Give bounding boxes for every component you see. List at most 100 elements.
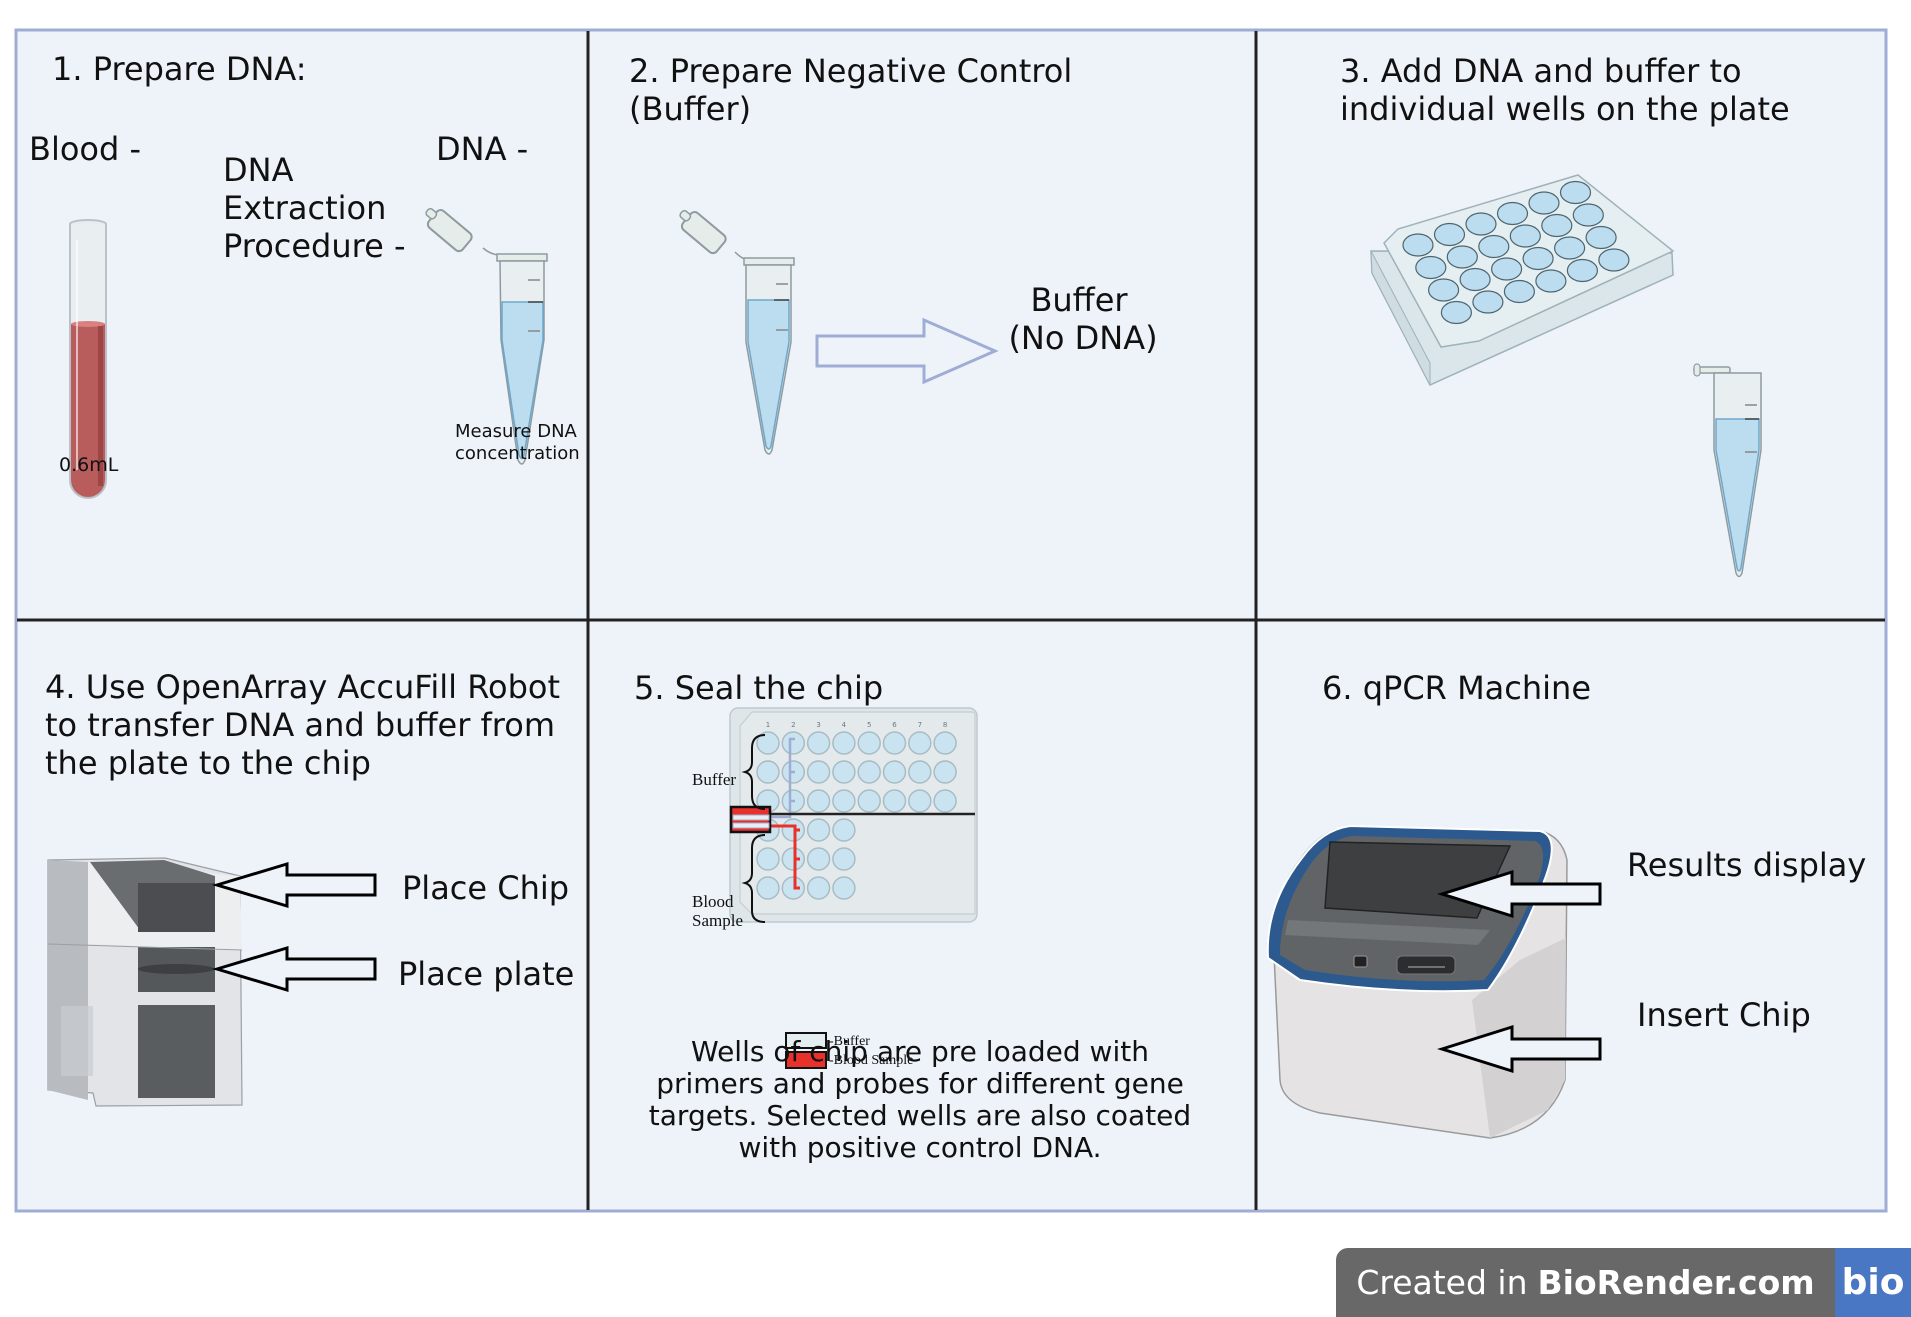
- results-display-label: Results display: [1627, 846, 1866, 884]
- chip-well: [882, 789, 907, 813]
- well-plate-icon: [1370, 174, 1675, 386]
- extraction-line-2: Extraction: [223, 189, 386, 227]
- accufill-robot-icon: [47, 857, 243, 1107]
- chip-column-label: 4: [842, 721, 847, 729]
- plate-well: [1472, 290, 1504, 314]
- chip-well: [832, 789, 856, 813]
- chip-well: [756, 731, 780, 755]
- buffer-bracket: [741, 734, 766, 810]
- biorender-badge[interactable]: Created in BioRender.com bio: [1336, 1248, 1911, 1317]
- chip-well: [857, 760, 881, 784]
- panel-2-title-line-1: 2. Prepare Negative Control: [629, 52, 1072, 90]
- panel-4-title-line-2: to transfer DNA and buffer from: [45, 706, 555, 744]
- panel-1-title: 1. Prepare DNA:: [52, 50, 307, 88]
- chip-well: [806, 760, 831, 784]
- legend-swatch-blood: [785, 1051, 827, 1069]
- arrow-results-display: [1436, 869, 1602, 919]
- chip-well: [806, 731, 831, 755]
- blood-tube-icon: [69, 219, 107, 499]
- panel-4-accufill-robot: 4. Use OpenArray AccuFill Robot to trans…: [45, 668, 574, 1107]
- blood-bracket: [741, 834, 766, 923]
- plate-well: [1503, 279, 1536, 304]
- badge-prefix: Created in: [1356, 1263, 1528, 1302]
- chip-well: [756, 876, 780, 900]
- chip-well: [857, 789, 881, 813]
- chip-column-label: 5: [867, 721, 871, 729]
- panel-4-title-line-3: the plate to the chip: [45, 744, 371, 782]
- panel-2-negative-control: 2. Prepare Negative Control (Buffer) Buf…: [629, 52, 1158, 455]
- chip-well: [908, 731, 932, 755]
- panel-2-title-line-2: (Buffer): [629, 90, 751, 128]
- plate-well: [1446, 245, 1478, 269]
- panel-5-title: 5. Seal the chip: [634, 669, 883, 707]
- chip-well: [882, 731, 907, 755]
- blood-label: Blood -: [29, 130, 141, 168]
- plate-well: [1496, 201, 1529, 226]
- dna-label: DNA -: [436, 130, 528, 168]
- chip-well: [806, 847, 831, 871]
- plate-well: [1440, 300, 1473, 325]
- chip-well: [832, 818, 856, 842]
- measure-line-2: concentration: [455, 443, 580, 464]
- panel-1-prepare-dna: 1. Prepare DNA: Blood - DNA Extraction P…: [29, 50, 580, 499]
- chip-column-label: 8: [943, 721, 947, 729]
- dna-microtube-icon: [425, 207, 548, 465]
- buffer-result-line-2: (No DNA): [1008, 319, 1157, 357]
- place-plate-label: Place plate: [398, 955, 574, 993]
- plate-well: [1522, 246, 1554, 271]
- chip-well: [832, 760, 856, 784]
- buffer-result-line-1: Buffer: [1030, 281, 1128, 319]
- plate-well: [1535, 269, 1567, 293]
- plate-well: [1402, 233, 1434, 257]
- chip-well: [832, 876, 856, 900]
- chip-column-label: 3: [816, 721, 820, 729]
- chip-well: [857, 731, 881, 755]
- panel-3-add-to-plate: 3. Add DNA and buffer to individual well…: [1340, 52, 1790, 578]
- plate-well: [1566, 258, 1599, 283]
- plate-well: [1427, 278, 1460, 302]
- chip-well: [781, 731, 806, 755]
- plate-well: [1585, 225, 1617, 250]
- chip-well: [882, 760, 907, 784]
- panel-3-title-line-2: individual wells on the plate: [1340, 90, 1790, 128]
- plate-well: [1459, 267, 1491, 292]
- chip-well: [933, 789, 957, 813]
- chip-description-line-1: Wells of chip are pre loaded with: [691, 1035, 1149, 1068]
- bracket-blood-line-2: Sample: [692, 911, 743, 930]
- chip-column-label: 6: [892, 721, 897, 729]
- plate-well: [1541, 213, 1573, 238]
- badge-text: Created in BioRender.com: [1336, 1248, 1835, 1317]
- chip-well: [781, 847, 806, 871]
- bracket-blood-line-1: Blood: [692, 892, 734, 911]
- legend-swatch-buffer: [785, 1032, 827, 1049]
- legend-buffer-label: -Buffer: [829, 1034, 870, 1049]
- chip-well: [908, 789, 932, 813]
- panel-6-qpcr-machine: 6. qPCR Machine Results display Insert C…: [1266, 669, 1866, 1139]
- chip-well: [908, 760, 932, 784]
- plate-well: [1433, 222, 1466, 247]
- arrow-right-icon: [815, 317, 999, 385]
- chip-well: [933, 760, 957, 784]
- measure-line-1: Measure DNA: [455, 421, 578, 442]
- plate-well: [1490, 257, 1523, 281]
- biorender-logo-icon: bio: [1835, 1248, 1911, 1317]
- panel-4-title-line-1: 4. Use OpenArray AccuFill Robot: [45, 668, 560, 706]
- qpcr-machine-icon: [1266, 824, 1568, 1139]
- chip-well: [806, 818, 831, 842]
- plate-well: [1553, 236, 1586, 260]
- arrow-place-plate: [211, 945, 377, 993]
- blood-volume-label: 0.6mL: [59, 454, 119, 476]
- panel-3-title-line-1: 3. Add DNA and buffer to: [1340, 52, 1742, 90]
- chip-well: [933, 731, 957, 755]
- plate-well: [1478, 234, 1510, 259]
- plate-well: [1528, 191, 1560, 215]
- plate-microtube-icon: [1693, 363, 1762, 578]
- chip-well: [781, 818, 806, 842]
- extraction-line-1: DNA: [223, 151, 294, 189]
- plate-well: [1572, 203, 1604, 227]
- legend-blood-label: -Blood Sample: [829, 1053, 913, 1068]
- chip-well: [756, 847, 780, 871]
- chip-well: [756, 760, 780, 784]
